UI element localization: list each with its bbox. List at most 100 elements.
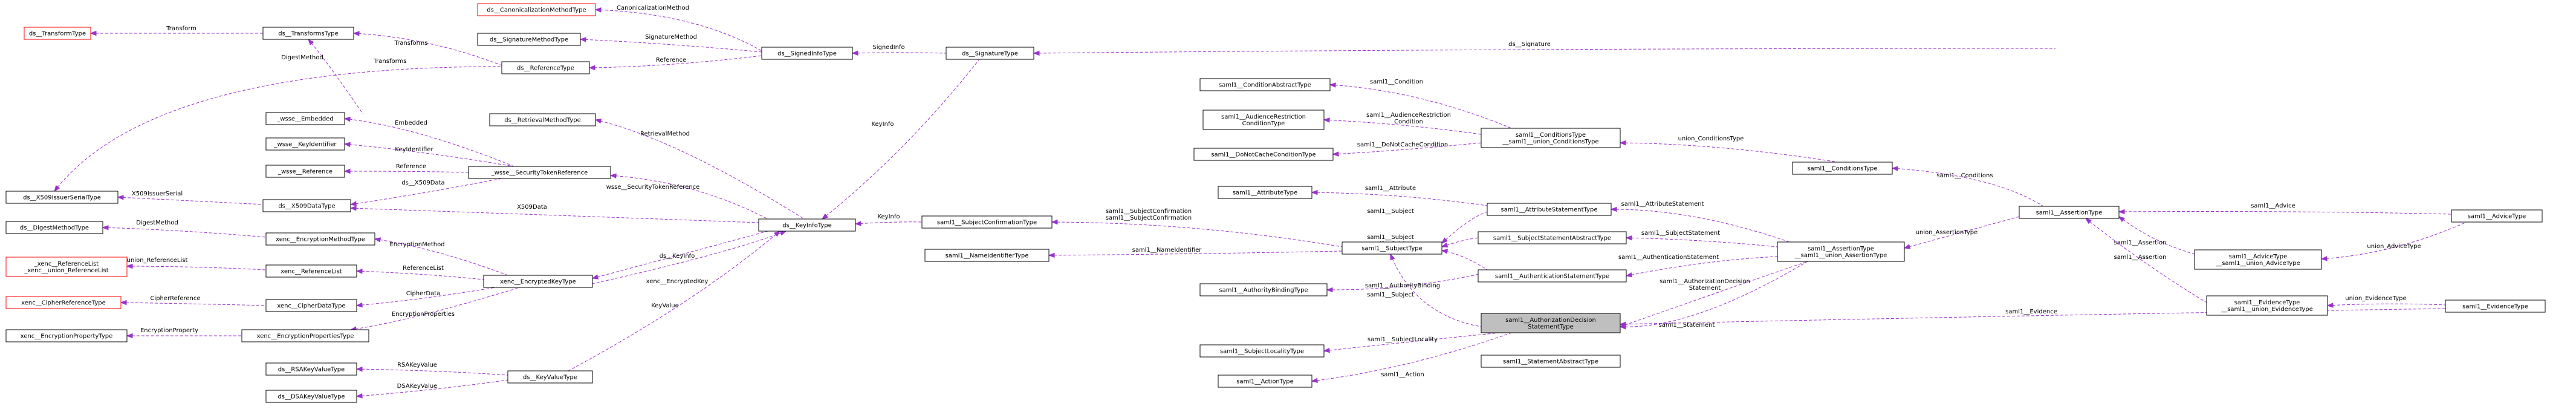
edge-authority-binding: saml1__AuthorityBinding — [1326, 272, 1488, 293]
node-attribute-type[interactable]: saml1__AttributeType — [1218, 186, 1312, 199]
arrowhead — [1891, 166, 1898, 171]
node-canon-method-type[interactable]: ds__CanonicalizationMethodType — [477, 3, 596, 16]
node-digest-method-type[interactable]: ds__DigestMethodType — [5, 221, 103, 234]
node-wsse-reference[interactable]: _wsse__Reference — [265, 165, 345, 178]
node-authn-statement-type[interactable]: saml1__AuthenticationStatementType — [1478, 269, 1627, 283]
edge-line — [344, 143, 514, 167]
node-xenc-enc-method-type[interactable]: xenc__EncryptionMethodType — [265, 232, 375, 246]
edge-line — [589, 55, 762, 68]
node-label: ds__CanonicalizationMethodType — [487, 7, 586, 14]
edge-label: Embedded — [395, 120, 427, 126]
edge-cipher-reference: CipherReference — [120, 295, 267, 306]
edge-label: Transforms — [394, 40, 428, 47]
edge-label: X509Data — [517, 204, 547, 211]
node-dsa-key-value-type[interactable]: ds__DSAKeyValueType — [265, 390, 357, 403]
node-condition-abstract-type[interactable]: saml1__ConditionAbstractType — [1199, 78, 1331, 91]
arrowhead — [594, 7, 602, 13]
arrowhead — [89, 30, 97, 36]
node-key-value-type[interactable]: ds__KeyValueType — [507, 370, 593, 384]
node-xenc-cipher-ref-type[interactable]: xenc__CipherReferenceType — [5, 296, 122, 309]
node-label: _wsse__KeyIdentifier — [274, 142, 337, 148]
edge-label: saml1__AuthorityBinding — [1365, 283, 1440, 289]
node-signature-type[interactable]: ds__SignatureType — [946, 47, 1034, 60]
node-name-identifier-type[interactable]: saml1__NameIdentifierType — [924, 249, 1050, 262]
node-box — [265, 299, 357, 312]
node-box — [265, 137, 345, 151]
node-signed-info-type[interactable]: ds__SignedInfoType — [761, 47, 853, 60]
node-subject-type[interactable]: saml1__SubjectType — [1342, 241, 1442, 255]
node-wsse-sectokenref[interactable]: _wsse__SecurityTokenReference — [468, 166, 611, 179]
node-label: ds__SignatureType — [962, 51, 1018, 57]
edge-label: Statement — [1689, 285, 1721, 292]
node-x509-data-type[interactable]: ds__X509DataType — [262, 199, 351, 212]
node-do-not-cache-type[interactable]: saml1__DoNotCacheConditionType — [1193, 148, 1334, 161]
node-assertion-type-union[interactable]: saml1__AssertionType__saml1__union_Asser… — [1777, 241, 1905, 262]
node-advice-type-union[interactable]: saml1__AdviceType__saml1__union_AdviceTy… — [2194, 249, 2322, 270]
edge-line — [595, 9, 762, 51]
node-assertion-type[interactable]: saml1__AssertionType — [2019, 206, 2120, 219]
edge-label: DSAKeyValue — [397, 383, 438, 390]
edge-label: KeyInfo — [877, 214, 900, 220]
node-rsa-key-value-type[interactable]: ds__RSAKeyValueType — [265, 362, 357, 376]
arrowhead — [343, 168, 351, 174]
node-label: ds__SignatureMethodType — [490, 37, 568, 44]
edge-reference: Reference — [588, 55, 762, 71]
node-transform-type[interactable]: ds__TransformType — [24, 27, 91, 40]
edge-line — [822, 59, 980, 220]
node-label: __saml1__union_AdviceType — [2215, 260, 2300, 267]
arrowhead — [126, 333, 133, 339]
node-label: saml1__EvidenceType — [2234, 299, 2300, 306]
edge-line — [2118, 211, 2452, 215]
node-conditions-type[interactable]: saml1__ConditionsType — [1792, 162, 1893, 175]
node-retrieval-method-type[interactable]: ds__RetrievalMethodType — [489, 113, 596, 126]
node-advice-type[interactable]: saml1__AdviceType — [2451, 209, 2543, 223]
node-xenc-cipher-data-type[interactable]: xenc__CipherDataType — [265, 299, 357, 312]
node-subject-locality-type[interactable]: saml1__SubjectLocalityType — [1199, 344, 1325, 358]
node-action-type[interactable]: saml1__ActionType — [1218, 375, 1312, 388]
node-label: saml1__AttributeType — [1233, 190, 1297, 197]
edge-dsa-key-value: DSAKeyValue — [355, 379, 508, 399]
node-subject-conf-type[interactable]: saml1__SubjectConfirmationType — [921, 215, 1053, 229]
node-conditions-type-union[interactable]: saml1__ConditionsType__saml1__union_Cond… — [1481, 128, 1621, 148]
node-label: xenc__ReferenceList — [281, 269, 342, 275]
node-evidence-type-union[interactable]: saml1__EvidenceType__saml1__union_Eviden… — [2206, 295, 2328, 316]
node-xenc-reference-list-type[interactable]: xenc__ReferenceList — [265, 264, 357, 278]
edge-name-identifier: saml1__NameIdentifier — [1048, 247, 1343, 258]
arrowhead — [1332, 151, 1339, 157]
arrowhead — [1051, 219, 1058, 225]
node-box — [1199, 283, 1328, 296]
node-authz-decision-type[interactable]: saml1__AuthorizationDecisionStatementTyp… — [1481, 313, 1621, 333]
edge-subject-locality: saml1__SubjectLocality — [1323, 332, 1500, 353]
edge-line — [1620, 142, 1838, 163]
node-key-info-type[interactable]: ds__KeyInfoType — [758, 218, 856, 232]
arrowhead — [594, 119, 602, 124]
node-xenc-enc-properties-type[interactable]: xenc__EncryptionPropertiesType — [241, 329, 369, 342]
node-wsse-keyidentifier[interactable]: _wsse__KeyIdentifier — [265, 137, 345, 151]
node-evidence-type[interactable]: saml1__EvidenceType — [2445, 299, 2546, 313]
edge-label: saml1__Subject — [1367, 292, 1414, 298]
node-authority-binding-type[interactable]: saml1__AuthorityBindingType — [1199, 283, 1328, 296]
node-label: saml1__EvidenceType — [2462, 304, 2528, 310]
arrowhead — [2084, 218, 2092, 224]
node-signature-method-type[interactable]: ds__SignatureMethodType — [477, 33, 581, 46]
arrowhead — [774, 231, 781, 237]
arrowhead — [102, 225, 109, 231]
arrowhead — [2118, 216, 2126, 223]
edge-signature: ds__Signature — [1033, 41, 2056, 56]
node-transforms-type[interactable]: ds__TransformsType — [262, 27, 354, 40]
node-wsse-embedded[interactable]: _wsse__Embedded — [265, 112, 345, 125]
node-statement-abstract-type[interactable]: saml1__StatementAbstractType — [1481, 355, 1621, 368]
node-xenc-reference-list[interactable]: _xenc__ReferenceList_xenc__union_Referen… — [5, 257, 128, 277]
node-reference-type[interactable]: ds__ReferenceType — [501, 61, 590, 74]
node-subject-statement-abstract-type[interactable]: saml1__SubjectStatementAbstractType — [1478, 231, 1627, 244]
edge-digest-method-2: DigestMethod — [102, 220, 267, 238]
edge-line — [1620, 261, 1808, 327]
node-xenc-encrypted-key-type[interactable]: xenc__EncryptedKeyType — [483, 275, 593, 288]
node-x509-issuer-serial[interactable]: ds__X509IssuerSerialType — [5, 191, 118, 204]
node-xenc-enc-property-type[interactable]: xenc__EncryptionPropertyType — [5, 329, 128, 342]
edge-label: KeyValue — [651, 303, 679, 309]
node-label: saml1__NameIdentifierType — [946, 253, 1029, 260]
node-attribute-statement-type[interactable]: saml1__AttributeStatementType — [1487, 203, 1612, 216]
edge-line — [1620, 308, 2446, 325]
